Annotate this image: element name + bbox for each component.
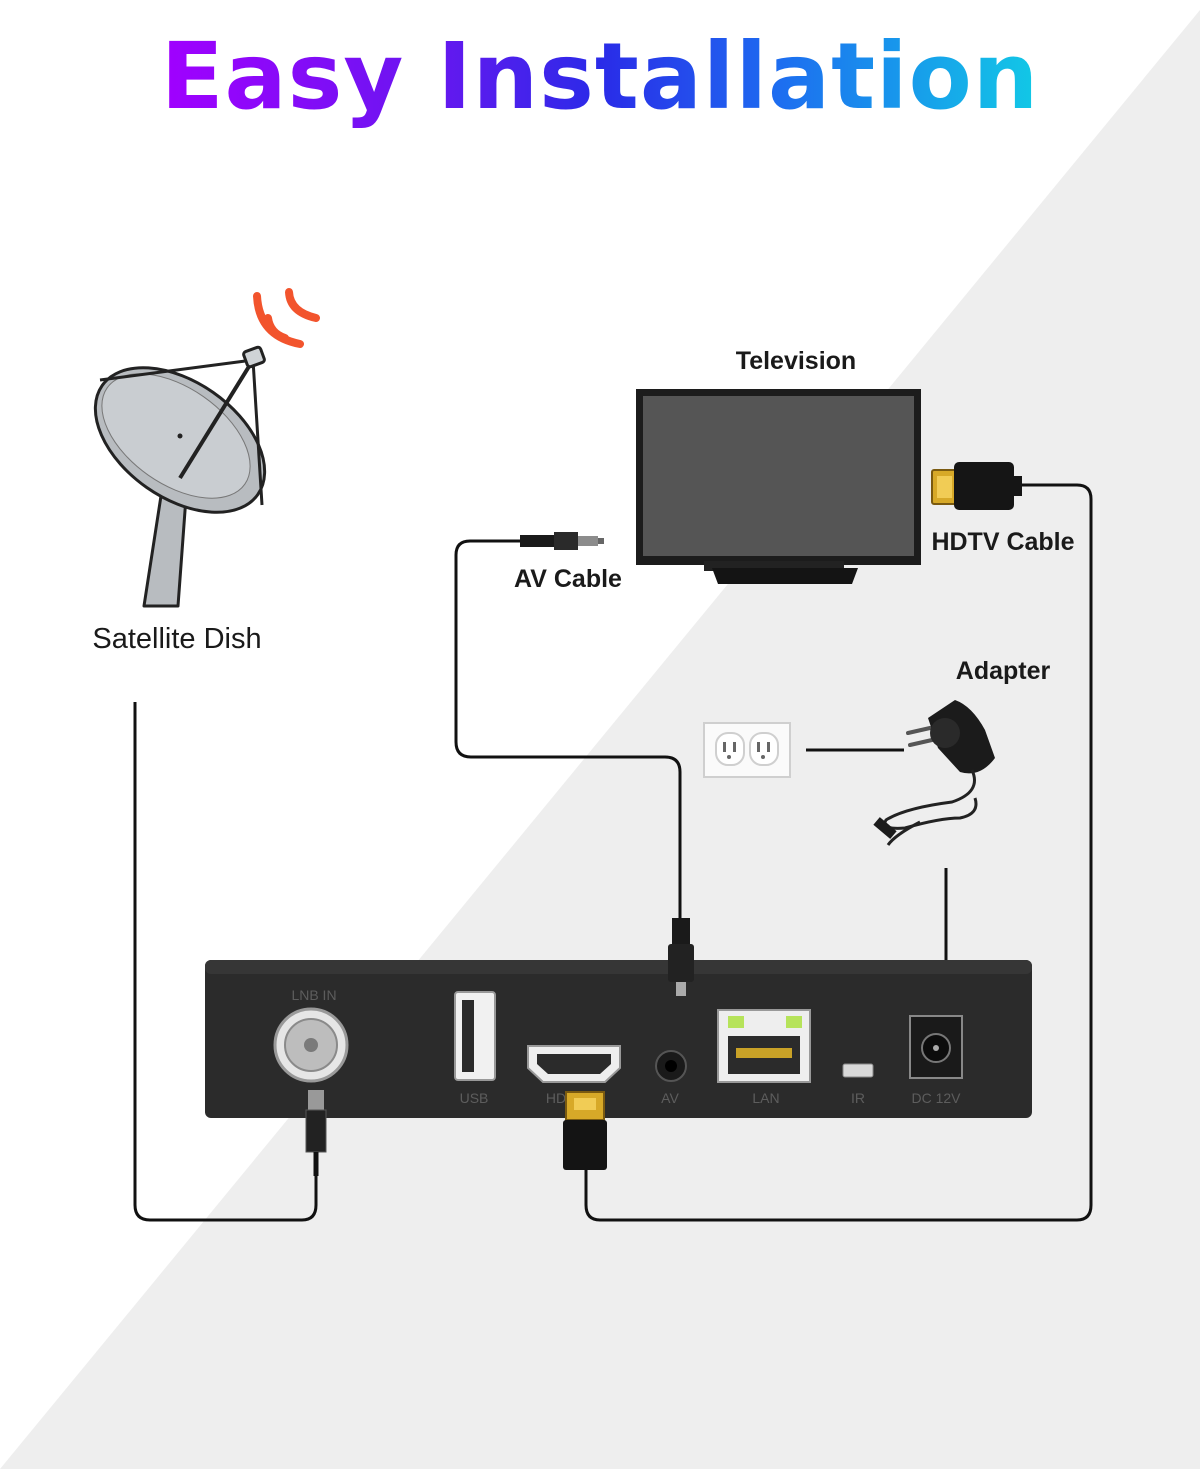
dish-to-lnb-line bbox=[133, 702, 318, 1222]
lnb-coax-plug bbox=[305, 1090, 327, 1176]
receiver-box-icon: LNB IN USB HD AV bbox=[205, 960, 1032, 1118]
power-adapter-icon bbox=[873, 700, 995, 846]
usb-port: USB bbox=[454, 991, 496, 1106]
hdtv-cable-label: HDTV Cable bbox=[931, 528, 1074, 556]
television-icon bbox=[636, 389, 921, 584]
page-title: Easy Installation bbox=[160, 23, 1040, 130]
lan-port: LAN bbox=[717, 1009, 811, 1106]
lnb-in-label: LNB IN bbox=[291, 987, 336, 1003]
signal-waves-icon bbox=[253, 288, 320, 348]
av-cable-icon bbox=[520, 532, 604, 550]
av-cable-label: AV Cable bbox=[514, 565, 622, 593]
satellite-dish-icon bbox=[93, 345, 267, 608]
dc-port: DC 12V bbox=[909, 1015, 963, 1106]
dc-label: DC 12V bbox=[911, 1090, 961, 1106]
av-label: AV bbox=[661, 1090, 679, 1106]
ir-port: IR bbox=[842, 1063, 874, 1106]
av-plug bbox=[668, 918, 694, 996]
hdmi-cable-icon bbox=[931, 462, 1022, 510]
adapter-label: Adapter bbox=[956, 657, 1051, 685]
television-label: Television bbox=[736, 347, 856, 375]
hdmi-plug bbox=[563, 1091, 607, 1170]
satellite-dish-label: Satellite Dish bbox=[92, 623, 261, 655]
av-cable-line bbox=[454, 539, 682, 925]
hdmi-port: HD bbox=[527, 1045, 621, 1106]
connection-lines bbox=[133, 483, 1093, 1222]
lnb-in-port: LNB IN bbox=[273, 987, 349, 1083]
hdmi-label: HD bbox=[546, 1090, 566, 1106]
av-port: AV bbox=[655, 1050, 687, 1106]
usb-label: USB bbox=[460, 1090, 489, 1106]
lan-label: LAN bbox=[752, 1090, 779, 1106]
ir-label: IR bbox=[851, 1090, 865, 1106]
wall-outlet-icon bbox=[703, 722, 791, 778]
hdmi-cable-line bbox=[584, 483, 1093, 1222]
